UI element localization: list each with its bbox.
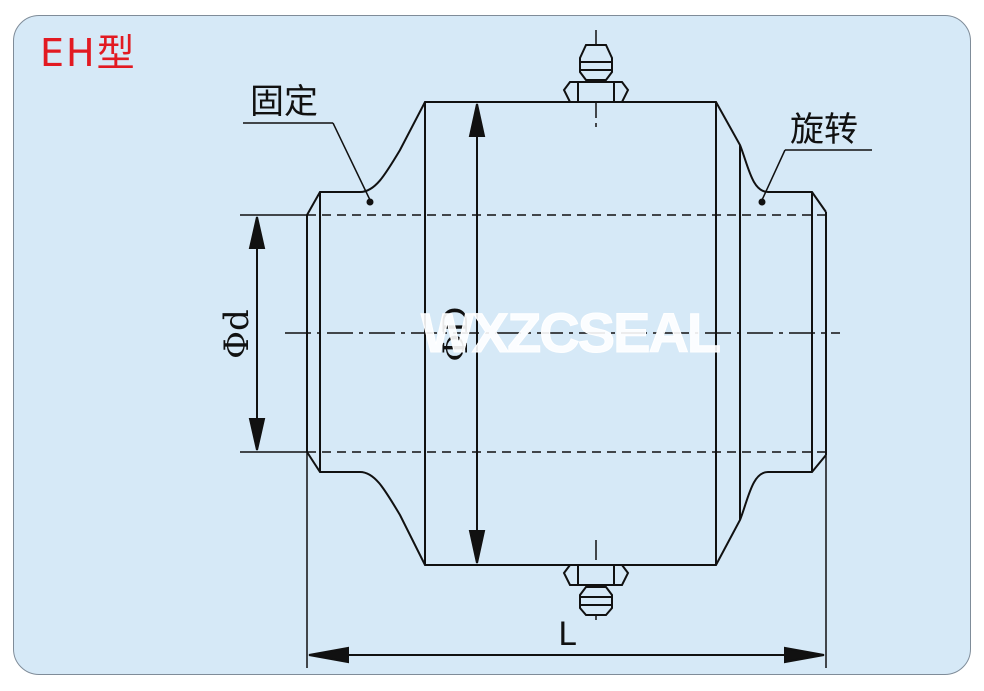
grease-fitting-bottom <box>562 564 630 616</box>
rotating-callout-leader <box>761 149 786 201</box>
body-outline-top <box>306 101 827 216</box>
body-outline-bottom <box>306 451 827 566</box>
model-type-label: EH型 <box>40 31 137 75</box>
inner-diameter-label: Φd <box>217 309 257 359</box>
rotating-callout-dot <box>758 198 766 206</box>
rotating-callout-label: 旋转 <box>790 110 858 150</box>
length-label: L <box>558 615 576 653</box>
fixed-callout-leader <box>332 122 371 201</box>
fixed-callout-dot <box>366 198 374 206</box>
grease-fitting-top <box>562 44 630 103</box>
fixed-callout-label: 固定 <box>250 82 318 122</box>
outer-diameter-label: ΦD <box>436 306 476 361</box>
brand-watermark: WXZCSEAL <box>421 301 720 364</box>
